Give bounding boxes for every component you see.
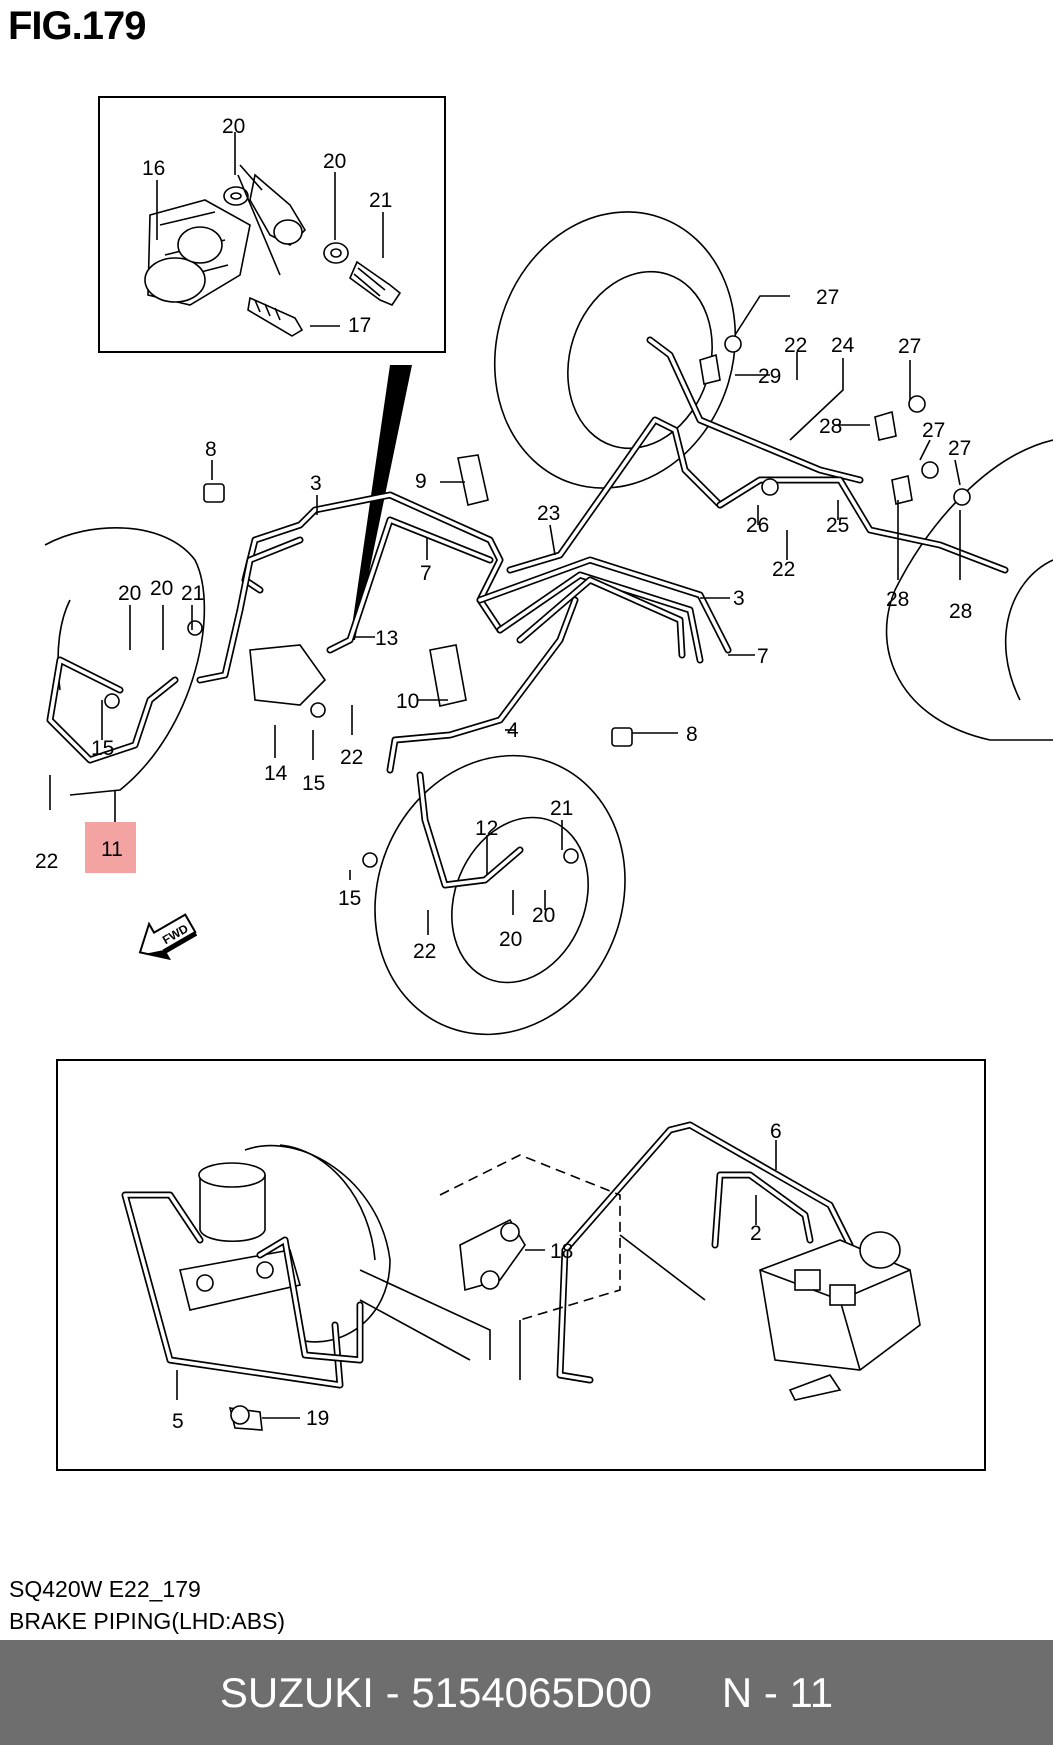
callout-22: 22 [772, 558, 795, 581]
callout-20: 20 [323, 150, 346, 173]
callout-27: 27 [898, 335, 921, 358]
callout-22: 22 [340, 746, 363, 769]
page-reference: N - 11 [721, 1668, 834, 1716]
inset-pointer [350, 365, 412, 640]
inset-parts [144, 164, 402, 337]
callout-18: 18 [550, 1240, 573, 1263]
callout-27: 27 [922, 419, 945, 442]
diagram-description: BRAKE PIPING(LHD:ABS) [9, 1608, 286, 1634]
model-code: SQ420W E22_179 [9, 1576, 201, 1602]
callout-14: 14 [264, 762, 288, 785]
callout-20: 20 [222, 115, 245, 138]
fwd-arrow-icon: FWD [138, 913, 198, 961]
callout-20: 20 [499, 928, 522, 951]
brake-pipes [46, 336, 1009, 889]
brake-piping-diagram: FWD [35, 96, 1053, 1471]
callout-7: 7 [757, 645, 769, 668]
callout-28: 28 [949, 600, 972, 623]
callout-12: 12 [475, 817, 498, 840]
callout-22: 22 [35, 850, 58, 873]
callout-25: 25 [826, 514, 849, 537]
callout-9: 9 [415, 470, 427, 493]
callout-28: 28 [886, 588, 909, 611]
leader-lines [49, 132, 961, 935]
callout-27: 27 [816, 286, 839, 309]
part-number-bar: SUZUKI - 5154065D00 N - 11 [0, 1640, 1053, 1745]
inset-box-bottom [56, 1059, 986, 1471]
callout-21: 21 [550, 797, 573, 820]
callout-8: 8 [686, 723, 698, 746]
callout-23: 23 [537, 502, 560, 525]
callout-22: 22 [413, 940, 436, 963]
callout-22: 22 [784, 334, 807, 357]
callout-11: 11 [101, 838, 123, 861]
callout-20: 20 [532, 904, 555, 927]
bottom-inset-parts [121, 1121, 921, 1431]
callout-8: 8 [205, 438, 217, 461]
callout-3: 3 [310, 472, 322, 495]
callout-15: 15 [302, 772, 325, 795]
callout-24: 24 [831, 334, 855, 357]
inset-box-top [98, 96, 446, 353]
callout-5: 5 [172, 1410, 184, 1433]
callout-3: 3 [733, 587, 745, 610]
callout-labels: 20 16 20 21 17 8 3 9 23 7 3 7 8 13 10 4 … [35, 115, 972, 1433]
callout-4: 4 [507, 719, 519, 742]
callout-19: 19 [306, 1407, 329, 1430]
callout-2: 2 [750, 1222, 762, 1245]
bottom-leader-lines [176, 1140, 777, 1419]
callout-16: 16 [142, 157, 165, 180]
highlight-box [85, 822, 136, 873]
callout-28: 28 [819, 415, 842, 438]
small-parts [104, 335, 971, 868]
callout-6: 6 [770, 1120, 782, 1143]
callout-20: 20 [150, 577, 173, 600]
callout-13: 13 [375, 627, 398, 650]
callout-17: 17 [348, 314, 371, 337]
callout-7: 7 [420, 562, 432, 585]
callout-15: 15 [91, 737, 114, 760]
callout-10: 10 [396, 690, 419, 713]
callout-27: 27 [948, 437, 971, 460]
brand-name: SUZUKI [219, 1668, 374, 1716]
callout-20: 20 [118, 582, 141, 605]
part-number: 5154065D00 [411, 1668, 652, 1716]
callout-29: 29 [758, 365, 781, 388]
callout-15: 15 [338, 887, 361, 910]
separator: - [385, 1668, 400, 1716]
front-wheel-right [374, 754, 626, 1036]
callout-21: 21 [369, 189, 392, 212]
callout-21: 21 [181, 582, 204, 605]
figure-title: FIG.179 [8, 4, 147, 48]
callout-26: 26 [746, 514, 769, 537]
